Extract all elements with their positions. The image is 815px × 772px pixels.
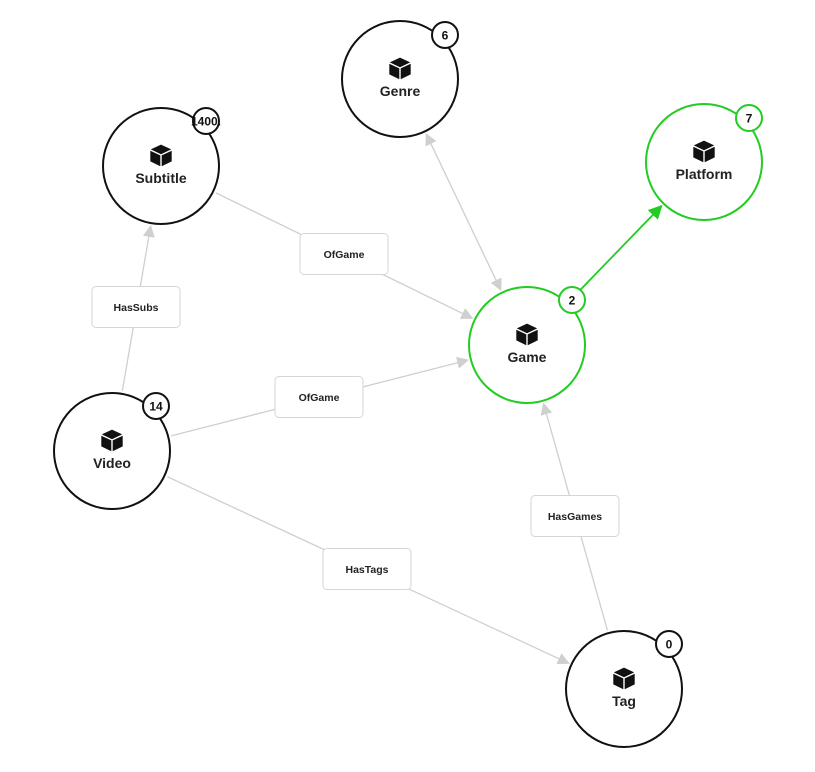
node-label: Game	[508, 349, 547, 365]
edge-label: OfGame	[299, 392, 340, 404]
edge-label-box[interactable]: OfGame	[299, 233, 389, 275]
node-label: Tag	[612, 693, 636, 709]
node-circle[interactable]	[102, 107, 220, 225]
edge-video-subtitle[interactable]: HasSubs	[91, 224, 181, 391]
edge-label: OfGame	[324, 249, 365, 261]
edge-label-box[interactable]: OfGame	[274, 376, 364, 418]
badge-count: 1400.	[191, 115, 221, 129]
badge-circle	[655, 630, 683, 658]
count-badge: 6	[431, 21, 459, 49]
node-label: Platform	[676, 166, 733, 182]
count-badge: 1400.	[191, 107, 221, 135]
edge-label-background	[274, 376, 364, 418]
node-video[interactable]: Video 14	[53, 392, 171, 510]
edge-label-box[interactable]: HasGames	[530, 495, 620, 537]
edge-line[interactable]	[425, 132, 502, 292]
edge-label: HasGames	[548, 511, 602, 523]
badge-count: 14	[149, 400, 163, 414]
node-circle[interactable]	[468, 286, 586, 404]
count-badge: 2	[558, 286, 586, 314]
count-badge: 14	[142, 392, 170, 420]
edge-label-background	[530, 495, 620, 537]
edge-label-background	[322, 548, 412, 590]
node-subtitle[interactable]: Subtitle 1400.	[102, 107, 221, 225]
count-badge: 0	[655, 630, 683, 658]
node-circle[interactable]	[341, 20, 459, 138]
node-circle[interactable]	[645, 103, 763, 221]
badge-circle	[558, 286, 586, 314]
edge-label: HasTags	[346, 564, 389, 576]
node-circle[interactable]	[565, 630, 683, 748]
node-genre[interactable]: Genre 6	[341, 20, 459, 138]
badge-count: 2	[569, 294, 576, 308]
edge-label: HasSubs	[114, 302, 159, 314]
node-label: Genre	[380, 83, 421, 99]
edge-subtitle-game[interactable]: OfGame	[215, 192, 474, 319]
node-tag[interactable]: Tag 0	[565, 630, 683, 748]
edge-genre-game[interactable]	[425, 132, 502, 292]
edge-tag-game[interactable]: HasGames	[530, 402, 620, 631]
badge-count: 0	[666, 638, 673, 652]
edge-label-background	[91, 286, 181, 328]
edge-label-box[interactable]: HasTags	[322, 548, 412, 590]
count-badge: 7	[735, 104, 763, 132]
badge-circle	[142, 392, 170, 420]
node-label: Subtitle	[135, 170, 187, 186]
node-platform[interactable]: Platform 7	[645, 103, 763, 221]
edge-label-box[interactable]: HasSubs	[91, 286, 181, 328]
badge-circle	[192, 107, 220, 135]
edge-label-background	[299, 233, 389, 275]
node-label: Video	[93, 455, 131, 471]
edge-game-platform[interactable]	[568, 204, 663, 302]
badge-circle	[735, 104, 763, 132]
edge-line[interactable]	[568, 204, 663, 302]
node-circle[interactable]	[53, 392, 171, 510]
badge-count: 7	[746, 112, 753, 126]
badge-count: 6	[442, 29, 449, 43]
edge-video-tag[interactable]: HasTags	[167, 476, 570, 665]
node-game[interactable]: Game 2	[468, 286, 586, 404]
badge-circle	[431, 21, 459, 49]
edge-video-game[interactable]: OfGame	[170, 356, 470, 437]
